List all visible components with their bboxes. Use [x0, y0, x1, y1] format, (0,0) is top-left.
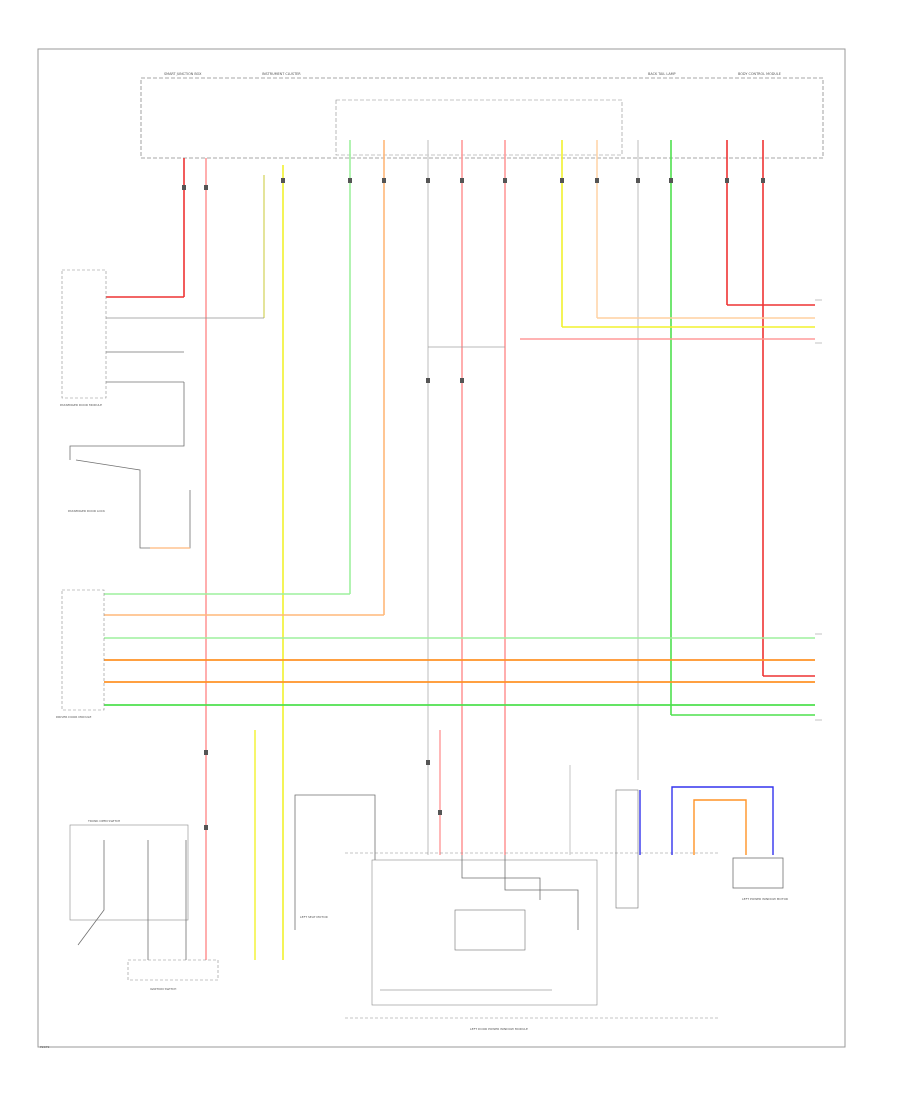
driver-door-module — [61, 589, 105, 711]
wire-orange-motor — [693, 799, 747, 855]
footer-code: P2079 — [40, 1045, 50, 1049]
trunk-switch-label: TRUNK OPEN SWITCH — [87, 819, 120, 823]
passenger-lock-label: PASSENGER DOOR LOCK — [68, 509, 106, 513]
power-window-switch — [371, 859, 598, 1006]
wire-seat-motor — [294, 794, 376, 930]
door-switch-box — [615, 789, 639, 909]
left-pw-motor-label: LEFT POWER WINDOW MOTOR — [742, 897, 788, 901]
driver-door-label: DRIVER DOOR MODULE — [56, 715, 91, 719]
top-label-1: SMART JUNCTION BOX — [164, 72, 202, 76]
left-seat-label: LEFT SEAT MOTOR — [300, 915, 328, 919]
pw-switch-inner — [454, 909, 526, 951]
trunk-switch-box — [69, 824, 189, 921]
passenger-door-module — [61, 269, 107, 399]
ignition-box — [127, 959, 219, 981]
passenger-door-label: PASSENGER DOOR MODULE — [60, 403, 102, 407]
wire-trunk-1 — [77, 840, 105, 946]
left-pw-motor — [732, 857, 784, 889]
top-module-box — [140, 77, 824, 159]
top-label-2: INSTRUMENT CLUSTER — [262, 72, 301, 76]
top-inner-box — [335, 99, 623, 156]
top-label-3: BACK TAIL LAMP — [648, 72, 676, 76]
wire-blk-loop — [69, 382, 185, 460]
ignition-label: IGNITION SWITCH — [150, 987, 176, 991]
wire-pw-1 — [461, 855, 541, 900]
top-label-4: BODY CONTROL MODULE — [738, 72, 781, 76]
wire-pw-2 — [504, 855, 579, 930]
wire-blue-motor — [671, 786, 774, 855]
wire-passenger-lock — [75, 459, 191, 549]
bottom-module-label: LEFT DOOR POWER WINDOW MODULE — [470, 1027, 528, 1031]
connector-marks — [182, 178, 765, 830]
right-connectors — [815, 299, 822, 721]
diagram-frame — [37, 48, 846, 1048]
